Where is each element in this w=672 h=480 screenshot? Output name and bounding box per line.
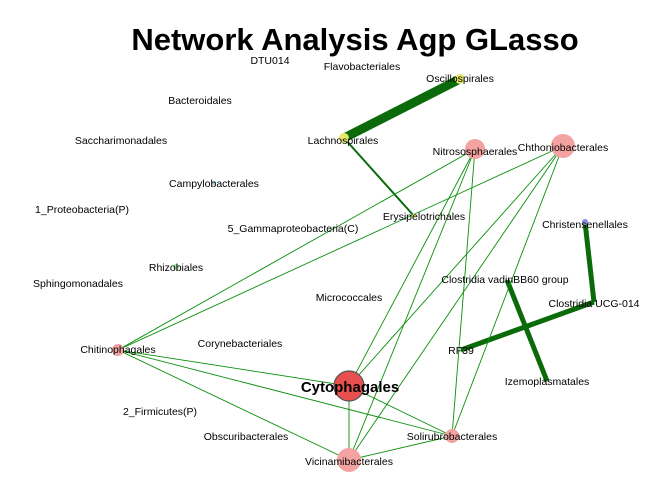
node-erysipelotrichales bbox=[412, 214, 416, 218]
node-label-erysipelotrichales: Erysipelotrichales bbox=[383, 211, 465, 223]
node-solirubrobacterales bbox=[445, 429, 459, 443]
node-label-chitinophagales: Chitinophagales bbox=[80, 344, 155, 356]
node-label-lachnospirales: Lachnospirales bbox=[308, 135, 379, 147]
edge-nitrososphaerales-vicinamibacterales bbox=[348, 148, 476, 461]
diagram-title: Network Analysis Agp GLasso bbox=[131, 22, 578, 57]
node-label-micrococcales: Micrococcales bbox=[316, 292, 383, 304]
node-label-bacteroidales: Bacteroidales bbox=[168, 95, 232, 107]
node-label-clostridia-ucg-014: Clostridia UCG-014 bbox=[548, 298, 639, 310]
node-label-obscuribacterales: Obscuribacterales bbox=[204, 431, 289, 443]
node-rhizobiales bbox=[173, 264, 179, 270]
node-label-corynebacteriales: Corynebacteriales bbox=[198, 338, 283, 350]
edge-vicinamibacterales-solirubrobacterales bbox=[348, 435, 453, 461]
edge-chthoniobacterales-vicinamibacterales bbox=[348, 145, 564, 461]
edges-layer bbox=[117, 74, 597, 461]
node-label-rhizobiales: Rhizobiales bbox=[149, 262, 203, 274]
nodes-layer bbox=[112, 74, 588, 472]
edge-lachnospirales-erysipelotrichales bbox=[343, 137, 415, 217]
node-christensenellales bbox=[582, 219, 588, 225]
edge-clostridia-vadinbb60-group-izemoplasmatales bbox=[504, 279, 550, 382]
node-label-dtu014: DTU014 bbox=[250, 55, 289, 67]
edge-lachnospirales-oscillospirales bbox=[341, 74, 463, 143]
node-label-flavobacteriales: Flavobacteriales bbox=[324, 61, 400, 73]
node-cytophagales bbox=[333, 370, 365, 402]
node-label-christensenellales: Christensenellales bbox=[542, 219, 628, 231]
node-label-5-gammaproteobacteria-c: 5_Gammaproteobacteria(C) bbox=[228, 223, 359, 235]
edge-christensenellales-clostridia-ucg-014 bbox=[582, 221, 597, 303]
node-chitinophagales bbox=[112, 344, 124, 356]
node-label-sphingomonadales: Sphingomonadales bbox=[33, 278, 123, 290]
edge-nitrososphaerales-cytophagales bbox=[348, 148, 476, 387]
edge-chitinophagales-nitrososphaerales bbox=[117, 148, 476, 351]
node-label-solirubrobacterales: Solirubrobacterales bbox=[407, 431, 497, 443]
node-vicinamibacterales bbox=[337, 448, 361, 472]
edge-chitinophagales-solirubrobacterales bbox=[117, 349, 453, 437]
node-label-campylobacterales: Campylobacterales bbox=[169, 178, 259, 190]
edge-chitinophagales-chthoniobacterales bbox=[117, 145, 564, 351]
edge-chitinophagales-cytophagales bbox=[117, 349, 350, 387]
node-label-chthoniobacterales: Chthoniobacterales bbox=[518, 142, 608, 154]
node-oscillospirales bbox=[455, 74, 465, 84]
node-label-saccharimonadales: Saccharimonadales bbox=[75, 135, 167, 147]
node-nitrososphaerales bbox=[465, 139, 485, 159]
node-label-vicinamibacterales: Vicinamibacterales bbox=[305, 456, 393, 468]
node-label-nitrososphaerales: Nitrososphaerales bbox=[433, 146, 518, 158]
node-label-clostridia-vadinbb60-group: Clostridia vadinBB60 group bbox=[441, 274, 568, 286]
edge-chthoniobacterales-cytophagales bbox=[348, 145, 564, 387]
node-label-izemoplasmatales: Izemoplasmatales bbox=[505, 376, 590, 388]
node-lachnospirales bbox=[339, 133, 349, 143]
edge-chthoniobacterales-solirubrobacterales bbox=[451, 145, 564, 437]
node-label-rf39: RF39 bbox=[448, 345, 474, 357]
edge-cytophagales-solirubrobacterales bbox=[348, 385, 453, 437]
edge-chitinophagales-vicinamibacterales bbox=[117, 349, 350, 461]
node-campylobacterales bbox=[212, 181, 216, 185]
node-chthoniobacterales bbox=[551, 134, 575, 158]
node-label-1-proteobacteria-p: 1_Proteobacteria(P) bbox=[35, 204, 129, 216]
node-label-oscillospirales: Oscillospirales bbox=[426, 73, 494, 85]
node-label-cytophagales: Cytophagales bbox=[301, 379, 399, 396]
node-label-2-firmicutes-p: 2_Firmicutes(P) bbox=[123, 406, 197, 418]
